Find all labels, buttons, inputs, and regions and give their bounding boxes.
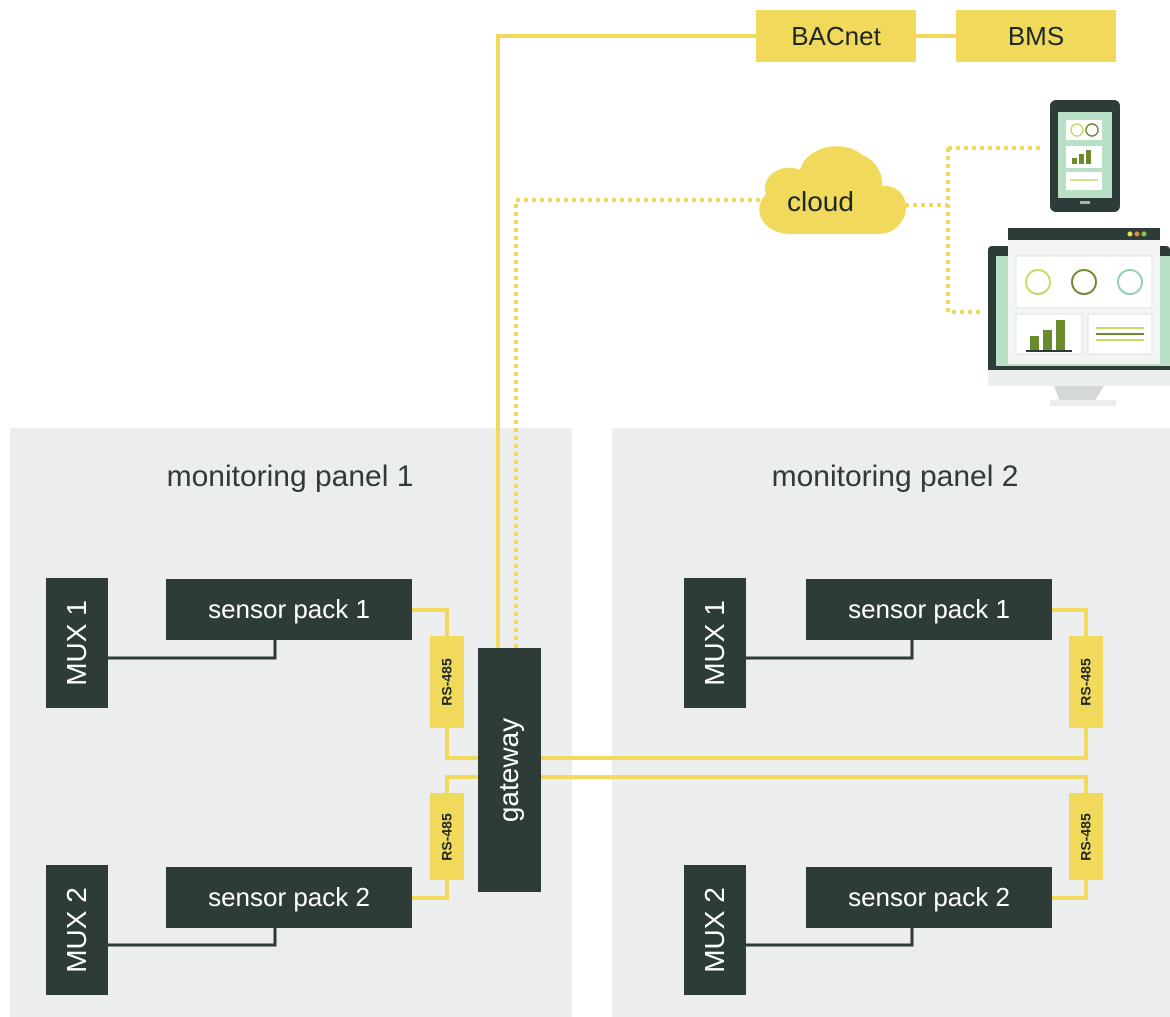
bacnet-link — [496, 34, 760, 648]
p2-mux-2-label: MUX 2 — [699, 887, 731, 973]
p1-mux2-sensor-link — [108, 928, 277, 947]
p1-sensor1-bus-link — [412, 608, 449, 636]
gateway-label: gateway — [493, 717, 525, 823]
p1-mux-1: MUX 1 — [46, 578, 108, 708]
p2-mux-1-label: MUX 1 — [699, 600, 731, 686]
cloud-icon — [759, 146, 907, 234]
panel-2-title: monitoring panel 2 — [771, 460, 1019, 493]
p2-sensor-pack-1: sensor pack 1 — [806, 579, 1052, 640]
bacnet-label: BACnet — [756, 10, 916, 62]
p2-rs485-1-label: RS-485 — [1078, 658, 1094, 706]
p2-rs485-2: RS-485 — [1069, 793, 1103, 880]
p1-bus1-gateway-link — [445, 728, 478, 760]
p2-sensor2-bus-link — [1052, 880, 1088, 900]
gateway-box: gateway — [478, 648, 541, 892]
p1-rs485-2-label: RS-485 — [439, 812, 455, 861]
gateway-p2-bus1-link — [541, 728, 1088, 760]
p1-sensor-pack-2: sensor pack 2 — [166, 867, 412, 928]
p1-sensor2-bus-link — [412, 880, 449, 900]
monitor-icon — [988, 228, 1170, 406]
p1-sensor-pack-1: sensor pack 1 — [166, 579, 412, 640]
p1-rs485-1-label: RS-485 — [439, 658, 455, 706]
p2-rs485-2-label: RS-485 — [1078, 812, 1094, 861]
bms-label: BMS — [956, 10, 1116, 62]
tablet-icon — [1050, 100, 1120, 212]
panel-1-title: monitoring panel 1 — [166, 460, 414, 493]
p2-mux-2: MUX 2 — [684, 865, 746, 995]
gateway-p2-bus2-link — [541, 775, 1088, 793]
p2-mux2-sensor-link — [746, 928, 914, 947]
p2-sensor1-bus-link — [1052, 608, 1088, 636]
p1-bus2-gateway-link — [445, 775, 478, 793]
p2-mux1-sensor-link — [746, 640, 914, 660]
p1-mux1-sensor-link — [108, 640, 277, 660]
cloud-monitor-link — [946, 148, 982, 314]
p1-rs485-2: RS-485 — [430, 793, 464, 880]
p2-rs485-1: RS-485 — [1069, 636, 1103, 728]
p2-mux-1: MUX 1 — [684, 578, 746, 708]
p2-sensor-pack-2: sensor pack 2 — [806, 867, 1052, 928]
cloud-label: cloud — [787, 186, 854, 217]
p1-mux-2: MUX 2 — [46, 865, 108, 995]
gateway-cloud-link — [514, 198, 768, 648]
p1-rs485-1: RS-485 — [430, 636, 464, 728]
p1-mux-1-label: MUX 1 — [61, 600, 93, 686]
p1-mux-2-label: MUX 2 — [61, 887, 93, 973]
